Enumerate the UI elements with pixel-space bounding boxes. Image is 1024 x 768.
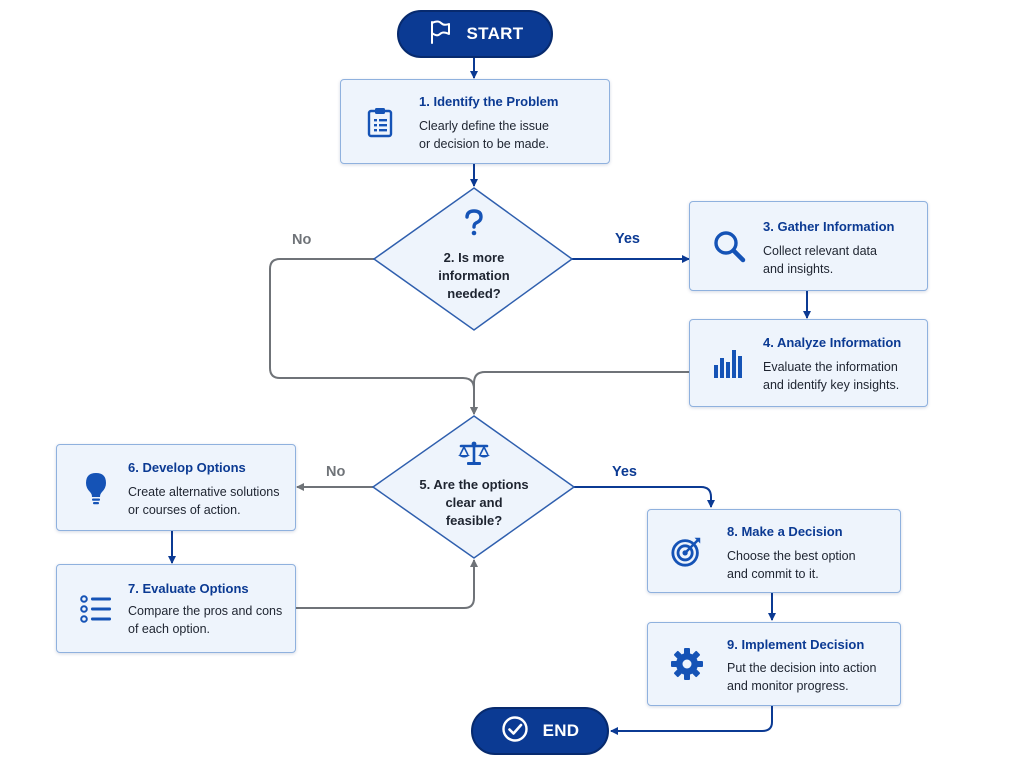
decision-options-text: 5. Are the options clear and feasible? [419,477,529,528]
step-evaluate-options: 7. Evaluate Options Compare the pros and… [56,564,296,653]
decision-more-info-text: 2. Is more information needed? [438,250,510,301]
step-make-decision: 8. Make a Decision Choose the best optio… [647,509,901,593]
step-title: 7. Evaluate Options [128,581,249,596]
checklist-icon [79,592,113,626]
start-label: START [466,24,524,43]
question-icon [454,208,494,236]
step-title: 3. Gather Information [763,219,895,234]
magnifier-icon [712,229,746,263]
scales-icon [449,440,499,466]
arrow-evaluate-to-decision [296,559,478,609]
end-node: END [471,707,609,755]
no-label-options: No [326,464,346,480]
end-label: END [542,721,580,740]
step-title: 1. Identify the Problem [419,94,559,109]
decision-diamond-options [371,415,576,559]
start-node: START [397,10,553,58]
step-analyze-information: 4. Analyze Information Evaluate the info… [689,319,928,407]
step-implement-decision: 9. Implement Decision Put the decision i… [647,622,901,706]
step-develop-options: 6. Develop Options Create alternative so… [56,444,296,531]
step-title: 4. Analyze Information [763,335,902,350]
arrow-implement-to-end [610,706,773,735]
gear-icon [670,647,704,681]
arrow-no-to-options-decision [269,258,478,415]
arrow-analyze-to-decision [470,371,689,415]
yes-label-more-info: Yes [615,231,640,247]
step-title: 9. Implement Decision [727,637,865,652]
bar-chart-icon [712,346,746,380]
step-title: 8. Make a Decision [727,524,843,539]
decision-diamond-more-info [372,187,574,331]
flag-icon [427,19,453,50]
clipboard-icon [363,105,397,139]
step-identify-problem: 1. Identify the Problem Clearly define t… [340,79,610,164]
step-gather-information: 3. Gather Information Collect relevant d… [689,201,928,291]
arrow-yes-to-decide [574,486,715,508]
target-icon [670,534,704,568]
lightbulb-icon [79,471,113,505]
yes-label-options: Yes [612,464,637,480]
check-circle-icon [501,715,529,748]
step-title: 6. Develop Options [128,460,246,475]
no-label-more-info: No [292,232,312,248]
